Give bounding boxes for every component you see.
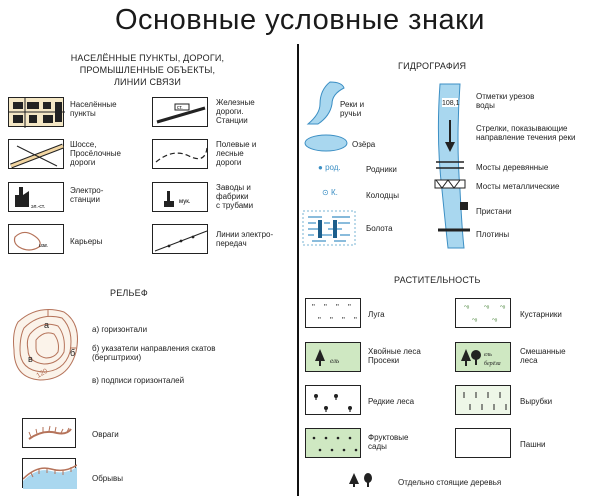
- svg-text:ель: ель: [484, 352, 492, 358]
- hydro-note-metal-bridges: Мосты металлические: [476, 182, 560, 191]
- svg-text:эл.-ст.: эл.-ст.: [31, 204, 45, 210]
- mixed-forest-icon: ель берёза: [455, 342, 511, 372]
- spring-icon: ● род.: [318, 163, 341, 172]
- svg-text:": ": [324, 303, 327, 312]
- hydro-note-piers: Пристани: [476, 207, 512, 216]
- svg-text:ᵔᵒ: ᵔᵒ: [484, 305, 490, 312]
- highway-icon: [8, 139, 64, 169]
- lake-icon: [304, 134, 348, 152]
- lakes-label: Озёра: [352, 140, 376, 149]
- rivers-label: Реки и ручьи: [340, 100, 365, 118]
- sparse-forest-icon: [305, 385, 361, 415]
- power-line-icon: [152, 224, 208, 254]
- svg-text:берёза: берёза: [484, 360, 501, 367]
- river-icon: [306, 81, 345, 125]
- quarry-icon: изв.: [8, 224, 64, 254]
- coniferous-forest-label: Хвойные леса Просеки: [368, 347, 421, 365]
- svg-text:ᵔᵒ: ᵔᵒ: [500, 305, 506, 312]
- shrubs-label: Кустарники: [520, 310, 562, 319]
- cliff-label: Обрывы: [92, 474, 124, 483]
- meadow-label: Луга: [368, 310, 385, 319]
- section-heading-relief: РЕЛЬЕФ: [110, 288, 148, 298]
- svg-text:в: в: [28, 354, 33, 364]
- clearings-icon: [455, 385, 511, 415]
- svg-text:": ": [354, 316, 357, 325]
- railway-icon: ст.: [152, 97, 208, 127]
- power-station-icon: эл.-ст.: [8, 182, 64, 212]
- hydro-note-wooden-bridges: Мосты деревянные: [476, 163, 549, 172]
- section-heading-hydrography: ГИДРОГРАФИЯ: [398, 61, 467, 71]
- column-divider: [297, 44, 299, 496]
- well-circle-icon: ⊙: [322, 188, 329, 197]
- river-diagram: 108,1: [434, 83, 470, 249]
- orchards-label: Фруктовые сады: [368, 433, 409, 451]
- mixed-forest-label: Смешанные леса: [520, 347, 566, 365]
- factory-icon: мук.: [152, 182, 208, 212]
- section-heading-settlements: НАСЕЛЁННЫЕ ПУНКТЫ, ДОРОГИ, ПРОМЫШЛЕННЫЕ …: [70, 53, 225, 87]
- power-line-label: Линии электро- передач: [216, 230, 274, 248]
- svg-text:мук.: мук.: [179, 199, 191, 205]
- ravine-label: Овраги: [92, 430, 119, 439]
- coniferous-forest-icon: ель: [305, 342, 361, 372]
- railway-label: Железные дороги. Станции: [216, 98, 255, 125]
- settlement-icon: [8, 97, 65, 128]
- highway-label: Шоссе, Просёлочные дороги: [70, 140, 121, 167]
- springs-label: Родники: [366, 165, 397, 174]
- svg-text:120: 120: [36, 368, 50, 380]
- hydro-note-dams: Плотины: [476, 230, 510, 239]
- relief-item-contour-labels: в) подписи горизонталей: [92, 376, 185, 385]
- single-trees-icon: [349, 473, 372, 487]
- clearings-label: Вырубки: [520, 397, 553, 406]
- field-road-label: Полевые и лесные дороги: [216, 140, 257, 167]
- svg-text:изв.: изв.: [39, 243, 48, 249]
- well-icon: ⊙ К.: [322, 188, 338, 197]
- svg-text:ᵔᵒ: ᵔᵒ: [492, 318, 498, 325]
- svg-text:ель: ель: [330, 357, 339, 365]
- svg-text:ᵔᵒ: ᵔᵒ: [472, 318, 478, 325]
- svg-text:ст.: ст.: [177, 105, 183, 111]
- swamps-label: Болота: [366, 224, 393, 233]
- factory-label: Заводы и фабрики с трубами: [216, 183, 254, 210]
- hydro-note-water-mark: Отметки урезов воды: [476, 92, 535, 110]
- power-station-label: Электро- станции: [70, 186, 104, 204]
- wells-label: Колодцы: [366, 191, 399, 200]
- svg-text:108,1: 108,1: [442, 100, 460, 107]
- spring-dot-icon: ●: [318, 163, 323, 172]
- relief-item-slope-indicators: б) указатели направления скатов (бергштр…: [92, 344, 216, 362]
- arable-land-label: Пашни: [520, 440, 546, 449]
- svg-text:": ": [348, 303, 351, 312]
- svg-text:ᵔᵒ: ᵔᵒ: [464, 305, 470, 312]
- svg-text:": ": [330, 316, 333, 325]
- section-heading-vegetation: РАСТИТЕЛЬНОСТЬ: [394, 275, 481, 285]
- orchards-icon: [305, 428, 361, 458]
- svg-text:б: б: [70, 348, 75, 358]
- settlement-label: Населённые пункты: [70, 100, 117, 118]
- sparse-forest-label: Редкие леса: [368, 397, 415, 406]
- cliff-icon: [22, 458, 77, 489]
- svg-text:а: а: [44, 320, 49, 330]
- arable-land-icon: [455, 428, 511, 458]
- single-trees-label: Отдельно стоящие деревья: [398, 478, 502, 487]
- page-title: Основные условные знаки: [115, 4, 485, 36]
- hydro-note-flow-arrows: Стрелки, показывающие направление течени…: [476, 124, 576, 142]
- svg-text:": ": [336, 303, 339, 312]
- relief-item-contours: а) горизонтали: [92, 325, 148, 334]
- meadow-icon: """" """": [305, 298, 361, 328]
- quarry-label: Карьеры: [70, 237, 103, 246]
- svg-text:": ": [318, 316, 321, 325]
- swamp-icon: [302, 210, 356, 246]
- relief-map: а б в 120: [8, 302, 84, 384]
- field-road-icon: [152, 139, 208, 169]
- svg-text:": ": [312, 303, 315, 312]
- svg-text:": ": [342, 316, 345, 325]
- ravine-icon: [22, 418, 76, 448]
